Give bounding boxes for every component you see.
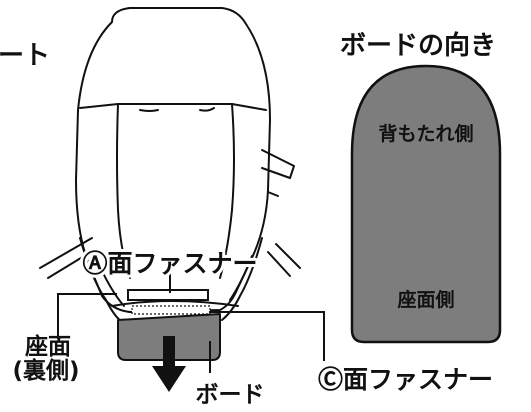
seat-back-leader [57, 293, 117, 339]
seat-inner-panel [116, 103, 131, 279]
seat-left-side [79, 237, 123, 323]
leader-lines [57, 273, 325, 373]
fastener-c-leader [209, 311, 325, 361]
fastener-a-patch [127, 289, 209, 301]
seat-right-strap [261, 149, 295, 179]
down-arrow-icon [152, 336, 186, 392]
board-orientation-shape [350, 64, 502, 344]
seat-side-label: 座面側 [397, 288, 454, 311]
backrest-side-label: 背もたれ側 [378, 122, 473, 145]
fastener-c-strip [131, 305, 211, 315]
seat-fragment-label: ート [0, 41, 50, 71]
seat-back-label-line1: 座面 [25, 333, 71, 360]
seat-back-label-line2: (裏側) [12, 357, 79, 384]
seat-right-side [221, 237, 263, 321]
seat-headrest-line [79, 103, 267, 111]
fastener-c-label: Ⓒ面ファスナー [318, 365, 493, 394]
fastener-a-label: Ⓐ面ファスナー [82, 249, 257, 278]
board-orientation-title: ボードの向き [340, 30, 496, 61]
board-label: ボード [196, 382, 265, 408]
seat-illustration [39, 7, 301, 323]
